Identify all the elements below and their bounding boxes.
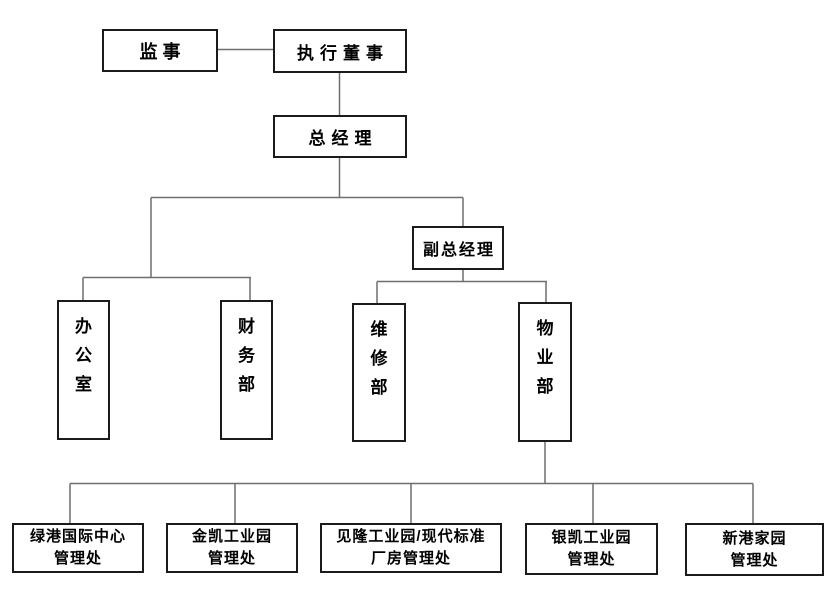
node-label-char: 务	[238, 346, 255, 365]
node-label: 监事	[139, 41, 186, 62]
node-label: 副总经理	[422, 242, 495, 259]
node-label-char: 办	[75, 317, 92, 336]
node-maintenance-dept: 维 修 部	[352, 303, 406, 442]
node-label-char: 财	[238, 317, 255, 336]
node-label-char: 物	[536, 319, 554, 338]
node-label-line2: 管理处	[53, 550, 102, 567]
node-label-char: 部	[238, 375, 255, 394]
node-supervisor: 监事	[102, 29, 218, 72]
node-jinkai-industrial-park-office: 金凯工业园 管理处	[166, 523, 298, 573]
node-deputy-general-manager: 副总经理	[412, 226, 504, 270]
node-jianlong-industrial-park-office: 见隆工业园/现代标准 厂房管理处	[320, 523, 502, 573]
node-label-char: 部	[536, 377, 554, 396]
node-label-line2: 管理处	[207, 550, 256, 567]
node-label-line2: 管理处	[730, 551, 779, 569]
node-label-char: 公	[75, 346, 92, 365]
node-label-char: 室	[75, 375, 92, 394]
node-xingang-home-office: 新港家园 管理处	[685, 523, 824, 576]
node-label-line2: 管理处	[567, 551, 616, 568]
node-label-char: 修	[370, 349, 388, 368]
node-label-char: 部	[370, 378, 388, 397]
node-property-dept: 物 业 部	[518, 302, 572, 442]
node-label-line2: 厂房管理处	[370, 550, 451, 567]
node-lvgang-intl-center-office: 绿港国际中心 管理处	[12, 523, 144, 573]
node-label: 执行董事	[297, 43, 389, 63]
node-label-char: 维	[370, 320, 388, 339]
node-label-line1: 银凯工业园	[551, 529, 632, 546]
node-label-line1: 金凯工业园	[191, 528, 272, 545]
node-general-manager: 总经理	[273, 115, 407, 158]
node-yinkai-industrial-park-office: 银凯工业园 管理处	[525, 523, 658, 575]
node-finance-dept: 财 务 部	[220, 300, 273, 440]
node-label-char: 业	[536, 348, 554, 367]
node-label: 总经理	[308, 129, 378, 148]
node-executive-director: 执行董事	[273, 29, 407, 73]
node-label-line1: 绿港国际中心	[29, 528, 126, 545]
node-label-line1: 新港家园	[722, 529, 787, 547]
node-office: 办 公 室	[57, 300, 110, 440]
node-label-line1: 见隆工业园/现代标准	[336, 528, 486, 545]
